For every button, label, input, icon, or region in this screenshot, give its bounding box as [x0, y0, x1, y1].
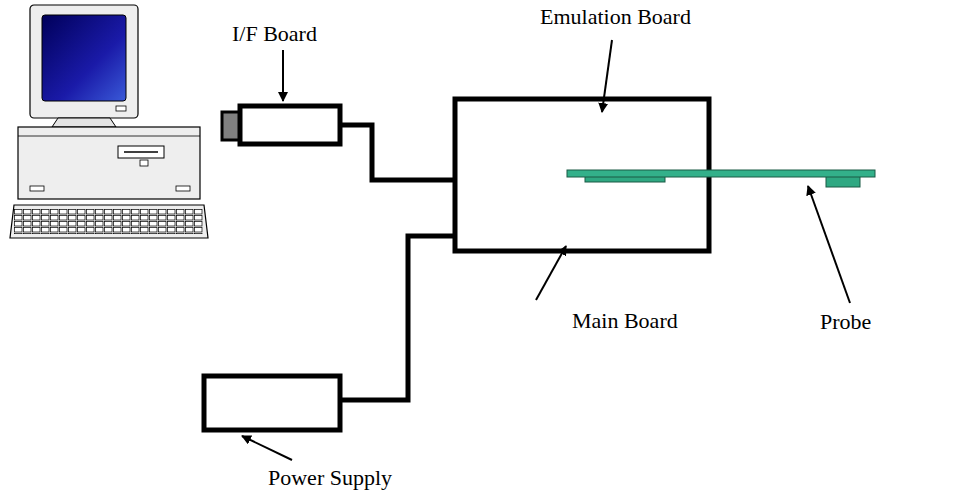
part-label: Main Board — [572, 309, 678, 333]
power-supply-box — [204, 376, 340, 430]
power-cable — [340, 236, 455, 400]
probe-board — [567, 170, 875, 187]
interface-board — [240, 106, 340, 144]
interface-cable — [340, 125, 455, 180]
part-label: Power Supply — [268, 466, 392, 490]
leader-arrows — [242, 40, 850, 460]
part-label: I/F Board — [232, 22, 317, 46]
part-label: Probe — [820, 310, 871, 334]
computer-icon — [10, 5, 208, 238]
connector-plug — [222, 112, 240, 140]
part-label: Emulation Board — [540, 5, 691, 29]
